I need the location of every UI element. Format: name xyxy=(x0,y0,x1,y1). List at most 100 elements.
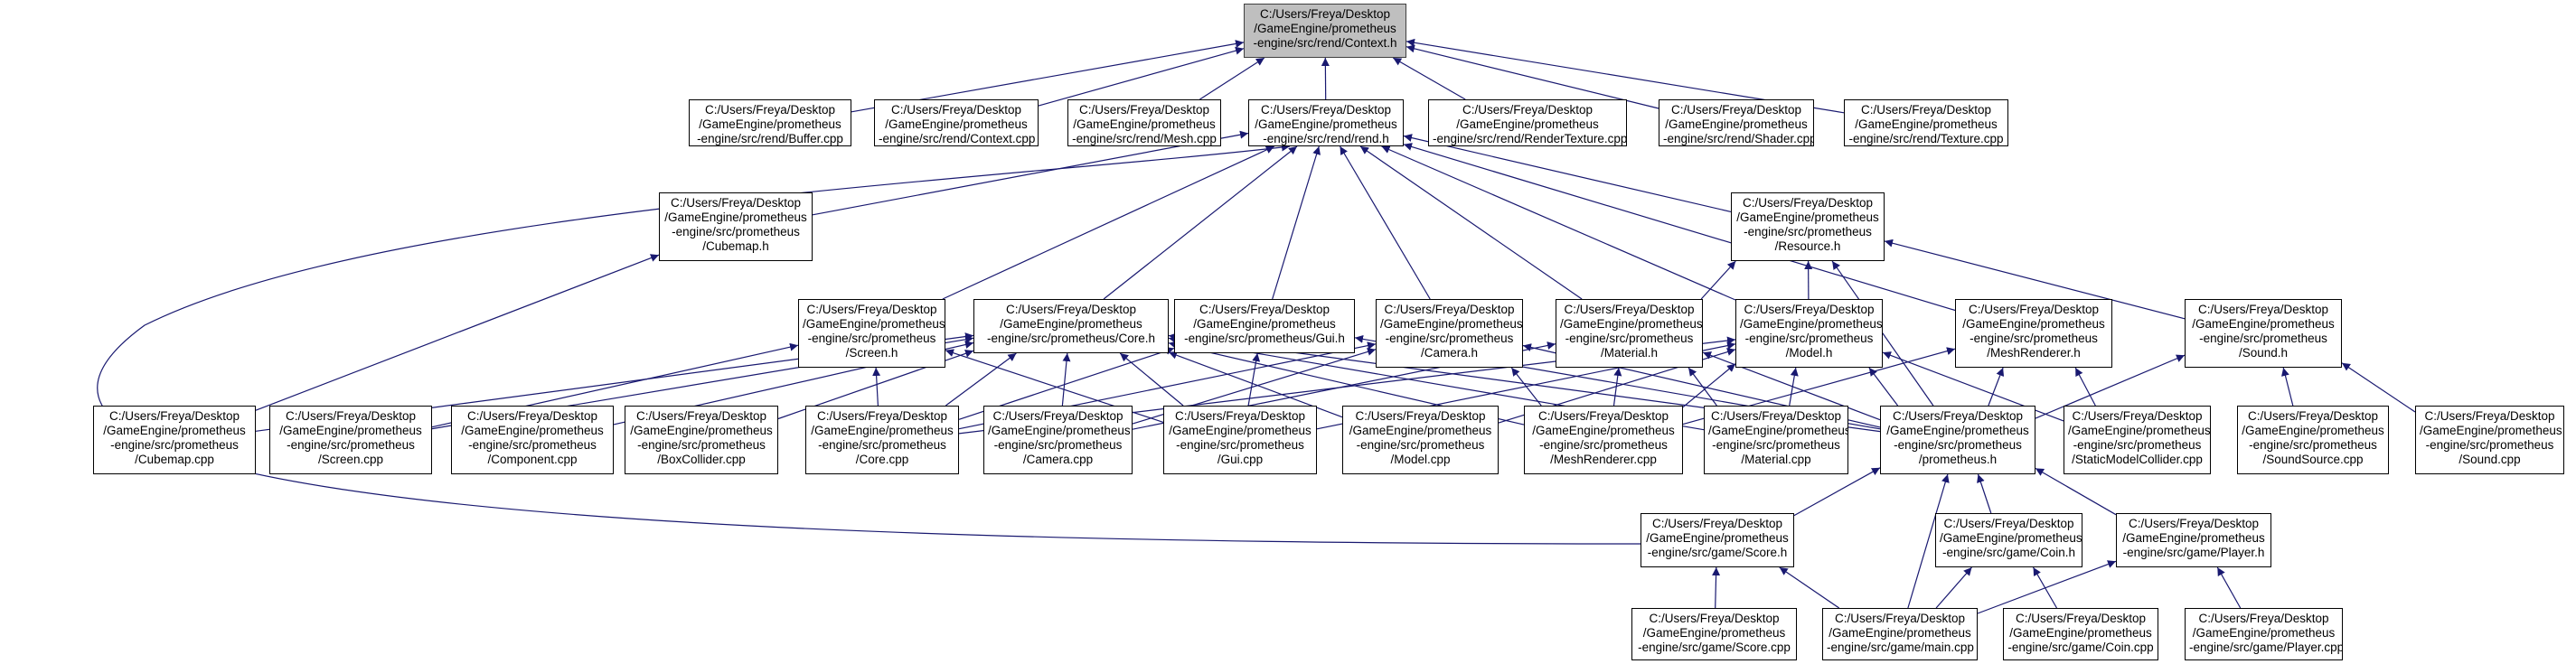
node-player-cpp[interactable]: C:/Users/Freya/Desktop/GameEngine/promet… xyxy=(2185,608,2343,660)
node-label-line: -engine/src/prometheus xyxy=(1894,438,2022,452)
node-rend-h[interactable]: C:/Users/Freya/Desktop/GameEngine/promet… xyxy=(1248,99,1404,146)
node-label-line: -engine/src/prometheus xyxy=(287,438,415,452)
node-label-line: C:/Users/Freya/Desktop xyxy=(1892,409,2024,423)
node-meshrenderer-cpp[interactable]: C:/Users/Freya/Desktop/GameEngine/promet… xyxy=(1524,406,1683,474)
node-label-line: /Camera.h xyxy=(1420,346,1479,360)
node-model-h[interactable]: C:/Users/Freya/Desktop/GameEngine/promet… xyxy=(1735,299,1883,368)
node-label-line: -engine/src/prometheus xyxy=(1539,438,1668,452)
edge-prometheus-h-to-sound-h xyxy=(2035,354,2186,419)
edge-material-h-to-resource-h xyxy=(1700,260,1736,300)
edge-prometheus-h-to-meshrenderer-h xyxy=(1988,367,2005,407)
node-label-line: /Material.h xyxy=(1600,346,1659,360)
node-label-line: /GameEngine/prometheus xyxy=(1456,117,1599,131)
node-label-line: C:/Users/Freya/Desktop xyxy=(816,409,948,423)
node-label-line: C:/Users/Freya/Desktop xyxy=(2424,409,2555,423)
node-label-line: /GameEngine/prometheus xyxy=(2192,317,2335,331)
node-label-line: -engine/src/rend/Texture.cpp xyxy=(1848,132,2004,145)
node-label-line: /Model.cpp xyxy=(1390,453,1451,466)
edge-cubemap-cpp-to-cubemap-h xyxy=(255,254,660,411)
node-label-line: -engine/src/prometheus xyxy=(110,438,239,452)
node-boxcollider-cpp[interactable]: C:/Users/Freya/Desktop/GameEngine/promet… xyxy=(625,406,778,474)
node-label-line: C:/Users/Freya/Desktop xyxy=(890,103,1022,117)
edge-main-cpp-to-score-h xyxy=(1779,566,1840,609)
node-prometheus-h[interactable]: C:/Users/Freya/Desktop/GameEngine/promet… xyxy=(1880,406,2035,474)
node-label-line: C:/Users/Freya/Desktop xyxy=(108,409,240,423)
edge-score-h-to-prometheus-h xyxy=(1793,467,1881,517)
node-label-line: C:/Users/Freya/Desktop xyxy=(466,409,598,423)
node-screen-cpp[interactable]: C:/Users/Freya/Desktop/GameEngine/promet… xyxy=(269,406,432,474)
node-buffer-cpp[interactable]: C:/Users/Freya/Desktop/GameEngine/promet… xyxy=(689,99,851,146)
node-label-line: /GameEngine/prometheus xyxy=(1380,317,1523,331)
node-coin-h[interactable]: C:/Users/Freya/Desktop/GameEngine/promet… xyxy=(1935,513,2082,567)
node-label-line: -engine/src/game/Player.cpp xyxy=(2189,641,2343,654)
node-label-line: /GameEngine/prometheus xyxy=(2122,531,2265,545)
edge-meshrenderer-cpp-to-model-h xyxy=(1682,363,1736,408)
node-label-line: C:/Users/Freya/Desktop xyxy=(1462,103,1594,117)
node-label-line: /GameEngine/prometheus xyxy=(630,424,773,437)
node-resource-h[interactable]: C:/Users/Freya/Desktop/GameEngine/promet… xyxy=(1731,192,1885,261)
node-label-line: /Screen.h xyxy=(845,346,898,360)
node-label-line: /GameEngine/prometheus xyxy=(1962,317,2105,331)
node-label-line: /GameEngine/prometheus xyxy=(1829,626,1971,640)
node-label-line: -engine/src/rend/Context.cpp xyxy=(879,132,1036,145)
node-label-line: -engine/src/prometheus xyxy=(1744,225,1872,238)
node-label-line: C:/Users/Freya/Desktop xyxy=(1744,303,1875,316)
node-model-cpp[interactable]: C:/Users/Freya/Desktop/GameEngine/promet… xyxy=(1342,406,1499,474)
node-material-cpp[interactable]: C:/Users/Freya/Desktop/GameEngine/promet… xyxy=(1704,406,1848,474)
node-label-line: C:/Users/Freya/Desktop xyxy=(1564,303,1695,316)
node-label-line: C:/Users/Freya/Desktop xyxy=(2015,612,2147,625)
node-cubemap-cpp[interactable]: C:/Users/Freya/Desktop/GameEngine/promet… xyxy=(93,406,256,474)
edge-meshrenderer-h-to-rend-h xyxy=(1403,143,1956,312)
edge-material-cpp-to-material-h xyxy=(1688,367,1717,407)
node-soundsource-cpp[interactable]: C:/Users/Freya/Desktop/GameEngine/promet… xyxy=(2237,406,2389,474)
node-label-line: -engine/src/prometheus xyxy=(807,332,936,345)
node-label-line: /GameEngine/prometheus xyxy=(1000,317,1142,331)
node-label-line: /GameEngine/prometheus xyxy=(103,424,246,437)
node-label-line: /Resource.h xyxy=(1774,239,1841,253)
node-gui-h[interactable]: C:/Users/Freya/Desktop/GameEngine/promet… xyxy=(1174,299,1355,353)
node-context-cpp[interactable]: C:/Users/Freya/Desktop/GameEngine/promet… xyxy=(874,99,1039,146)
node-screen-h[interactable]: C:/Users/Freya/Desktop/GameEngine/promet… xyxy=(798,299,945,368)
node-coin-cpp[interactable]: C:/Users/Freya/Desktop/GameEngine/promet… xyxy=(2003,608,2158,660)
node-meshrenderer-h[interactable]: C:/Users/Freya/Desktop/GameEngine/promet… xyxy=(1955,299,2112,368)
node-gui-cpp[interactable]: C:/Users/Freya/Desktop/GameEngine/promet… xyxy=(1163,406,1317,474)
node-score-h[interactable]: C:/Users/Freya/Desktop/GameEngine/promet… xyxy=(1641,513,1794,567)
edge-score-h-to-rend-h xyxy=(97,143,1641,545)
node-staticmodelcollider-cpp[interactable]: C:/Users/Freya/Desktop/GameEngine/promet… xyxy=(2064,406,2211,474)
node-sound-h[interactable]: C:/Users/Freya/Desktop/GameEngine/promet… xyxy=(2185,299,2342,368)
node-shader-cpp[interactable]: C:/Users/Freya/Desktop/GameEngine/promet… xyxy=(1659,99,1814,146)
node-rendertexture-cpp[interactable]: C:/Users/Freya/Desktop/GameEngine/promet… xyxy=(1428,99,1627,146)
node-label-line: -engine/src/prometheus xyxy=(1712,438,1840,452)
edge-camera-h-to-rend-h xyxy=(1339,145,1431,300)
node-label-line: C:/Users/Freya/Desktop xyxy=(704,103,836,117)
node-main-cpp[interactable]: C:/Users/Freya/Desktop/GameEngine/promet… xyxy=(1822,608,1978,660)
node-score-cpp[interactable]: C:/Users/Freya/Desktop/GameEngine/promet… xyxy=(1631,608,1797,660)
node-label-line: C:/Users/Freya/Desktop xyxy=(1259,7,1391,21)
node-sound-cpp[interactable]: C:/Users/Freya/Desktop/GameEngine/promet… xyxy=(2415,406,2564,474)
node-camera-cpp[interactable]: C:/Users/Freya/Desktop/GameEngine/promet… xyxy=(983,406,1133,474)
node-label-line: C:/Users/Freya/Desktop xyxy=(1355,409,1486,423)
node-core-h[interactable]: C:/Users/Freya/Desktop/GameEngine/promet… xyxy=(973,299,1169,353)
node-player-h[interactable]: C:/Users/Freya/Desktop/GameEngine/promet… xyxy=(2116,513,2271,567)
node-label-line: /GameEngine/prometheus xyxy=(1646,531,1789,545)
edge-rendertexture-cpp-to-context-h xyxy=(1392,57,1466,100)
node-label-line: -engine/src/game/main.cpp xyxy=(1827,641,1974,654)
node-mesh-cpp[interactable]: C:/Users/Freya/Desktop/GameEngine/promet… xyxy=(1067,99,1221,146)
node-label-line: /GameEngine/prometheus xyxy=(1073,117,1216,131)
node-label-line: /StaticModelCollider.cpp xyxy=(2072,453,2203,466)
node-core-cpp[interactable]: C:/Users/Freya/Desktop/GameEngine/promet… xyxy=(805,406,959,474)
node-context-h[interactable]: C:/Users/Freya/Desktop/GameEngine/promet… xyxy=(1244,4,1406,58)
edge-main-cpp-to-prometheus-h xyxy=(1907,473,1950,609)
node-label-line: -engine/src/rend/Context.h xyxy=(1253,36,1397,50)
node-camera-h[interactable]: C:/Users/Freya/Desktop/GameEngine/promet… xyxy=(1376,299,1523,368)
node-label-line: C:/Users/Freya/Desktop xyxy=(1384,303,1515,316)
node-label-line: /MeshRenderer.h xyxy=(1987,346,2081,360)
node-texture-cpp[interactable]: C:/Users/Freya/Desktop/GameEngine/promet… xyxy=(1844,99,2008,146)
edge-coin-h-to-prometheus-h xyxy=(1977,473,1992,514)
node-cubemap-h[interactable]: C:/Users/Freya/Desktop/GameEngine/promet… xyxy=(659,192,813,261)
node-component-cpp[interactable]: C:/Users/Freya/Desktop/GameEngine/promet… xyxy=(451,406,614,474)
node-material-h[interactable]: C:/Users/Freya/Desktop/GameEngine/promet… xyxy=(1556,299,1703,368)
node-label-line: -engine/src/prometheus xyxy=(993,438,1123,452)
node-label-line: /GameEngine/prometheus xyxy=(664,210,807,224)
edge-mesh-cpp-to-context-h xyxy=(1199,57,1265,100)
